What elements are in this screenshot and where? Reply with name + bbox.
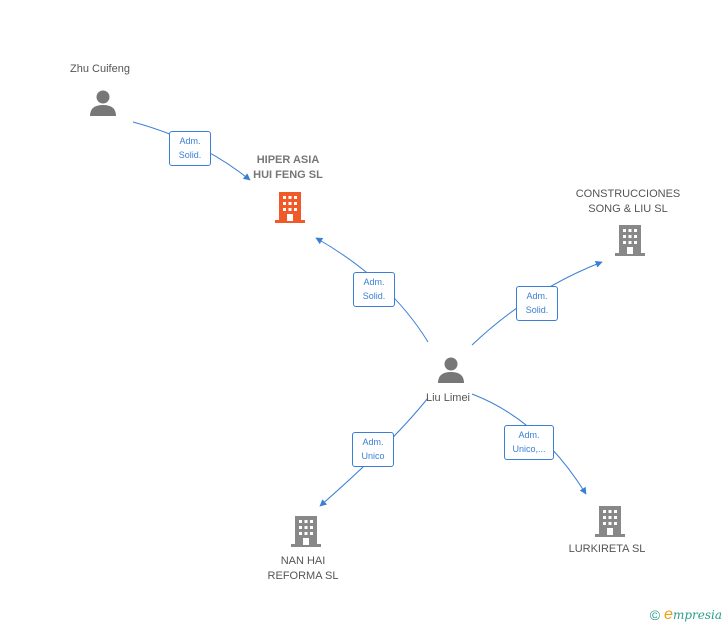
node-label-construcciones: CONSTRUCCIONES SONG & LIU SL — [575, 188, 681, 215]
copyright-icon: © — [649, 607, 661, 623]
brand-footer: © empresia — [650, 606, 722, 624]
edge-label-liu-construcciones[interactable]: Adm. Solid. — [516, 286, 558, 321]
person-icon[interactable] — [88, 88, 118, 118]
edge-label-liu-lurkireta[interactable]: Adm. Unico,... — [504, 425, 554, 460]
node-label-lurkireta: LURKIRETA SL — [568, 543, 646, 555]
node-label-zhu-cuifeng: Zhu Cuifeng — [70, 63, 130, 75]
building-icon[interactable] — [614, 223, 646, 257]
edge-label-liu-nanhai[interactable]: Adm. Unico — [352, 432, 394, 467]
person-icon[interactable] — [436, 355, 466, 385]
building-icon[interactable] — [594, 504, 626, 538]
edge-label-liu-hiper[interactable]: Adm. Solid. — [353, 272, 395, 307]
edge-label-zhu-hiper[interactable]: Adm. Solid. — [169, 131, 211, 166]
node-label-hiper-asia: HIPER ASIA HUI FENG SL — [253, 154, 323, 181]
brand-logo[interactable]: empresia — [664, 606, 722, 623]
node-label-liu-limei: Liu Limei — [425, 392, 471, 404]
node-label-nan-hai: NAN HAI REFORMA SL — [267, 555, 339, 582]
building-icon[interactable] — [274, 190, 306, 224]
building-icon[interactable] — [290, 514, 322, 548]
